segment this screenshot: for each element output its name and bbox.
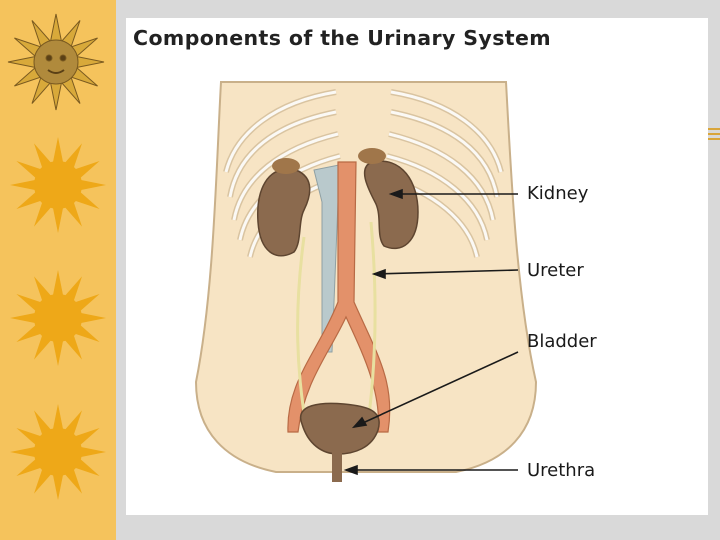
left-kidney [257,168,311,257]
kidney-label: Kidney [527,183,589,204]
sun-decoration-sidebar [0,0,116,540]
slide-title: Components of the Urinary System [133,26,552,50]
urinary-system-diagram [194,81,538,482]
bladder-label: Bladder [527,331,597,352]
slide-corner-mark [708,128,720,140]
left-adrenal-gland [272,158,300,174]
right-adrenal-gland [358,148,386,164]
bladder-pointer [353,351,519,428]
right-kidney [363,160,419,250]
urethra-label: Urethra [527,460,596,481]
bladder [299,402,380,455]
ureter-pointer [373,269,519,275]
ureter-label: Ureter [527,260,584,281]
aorta [287,161,391,433]
urethra [332,452,342,482]
sun-pattern-icon [7,13,106,500]
